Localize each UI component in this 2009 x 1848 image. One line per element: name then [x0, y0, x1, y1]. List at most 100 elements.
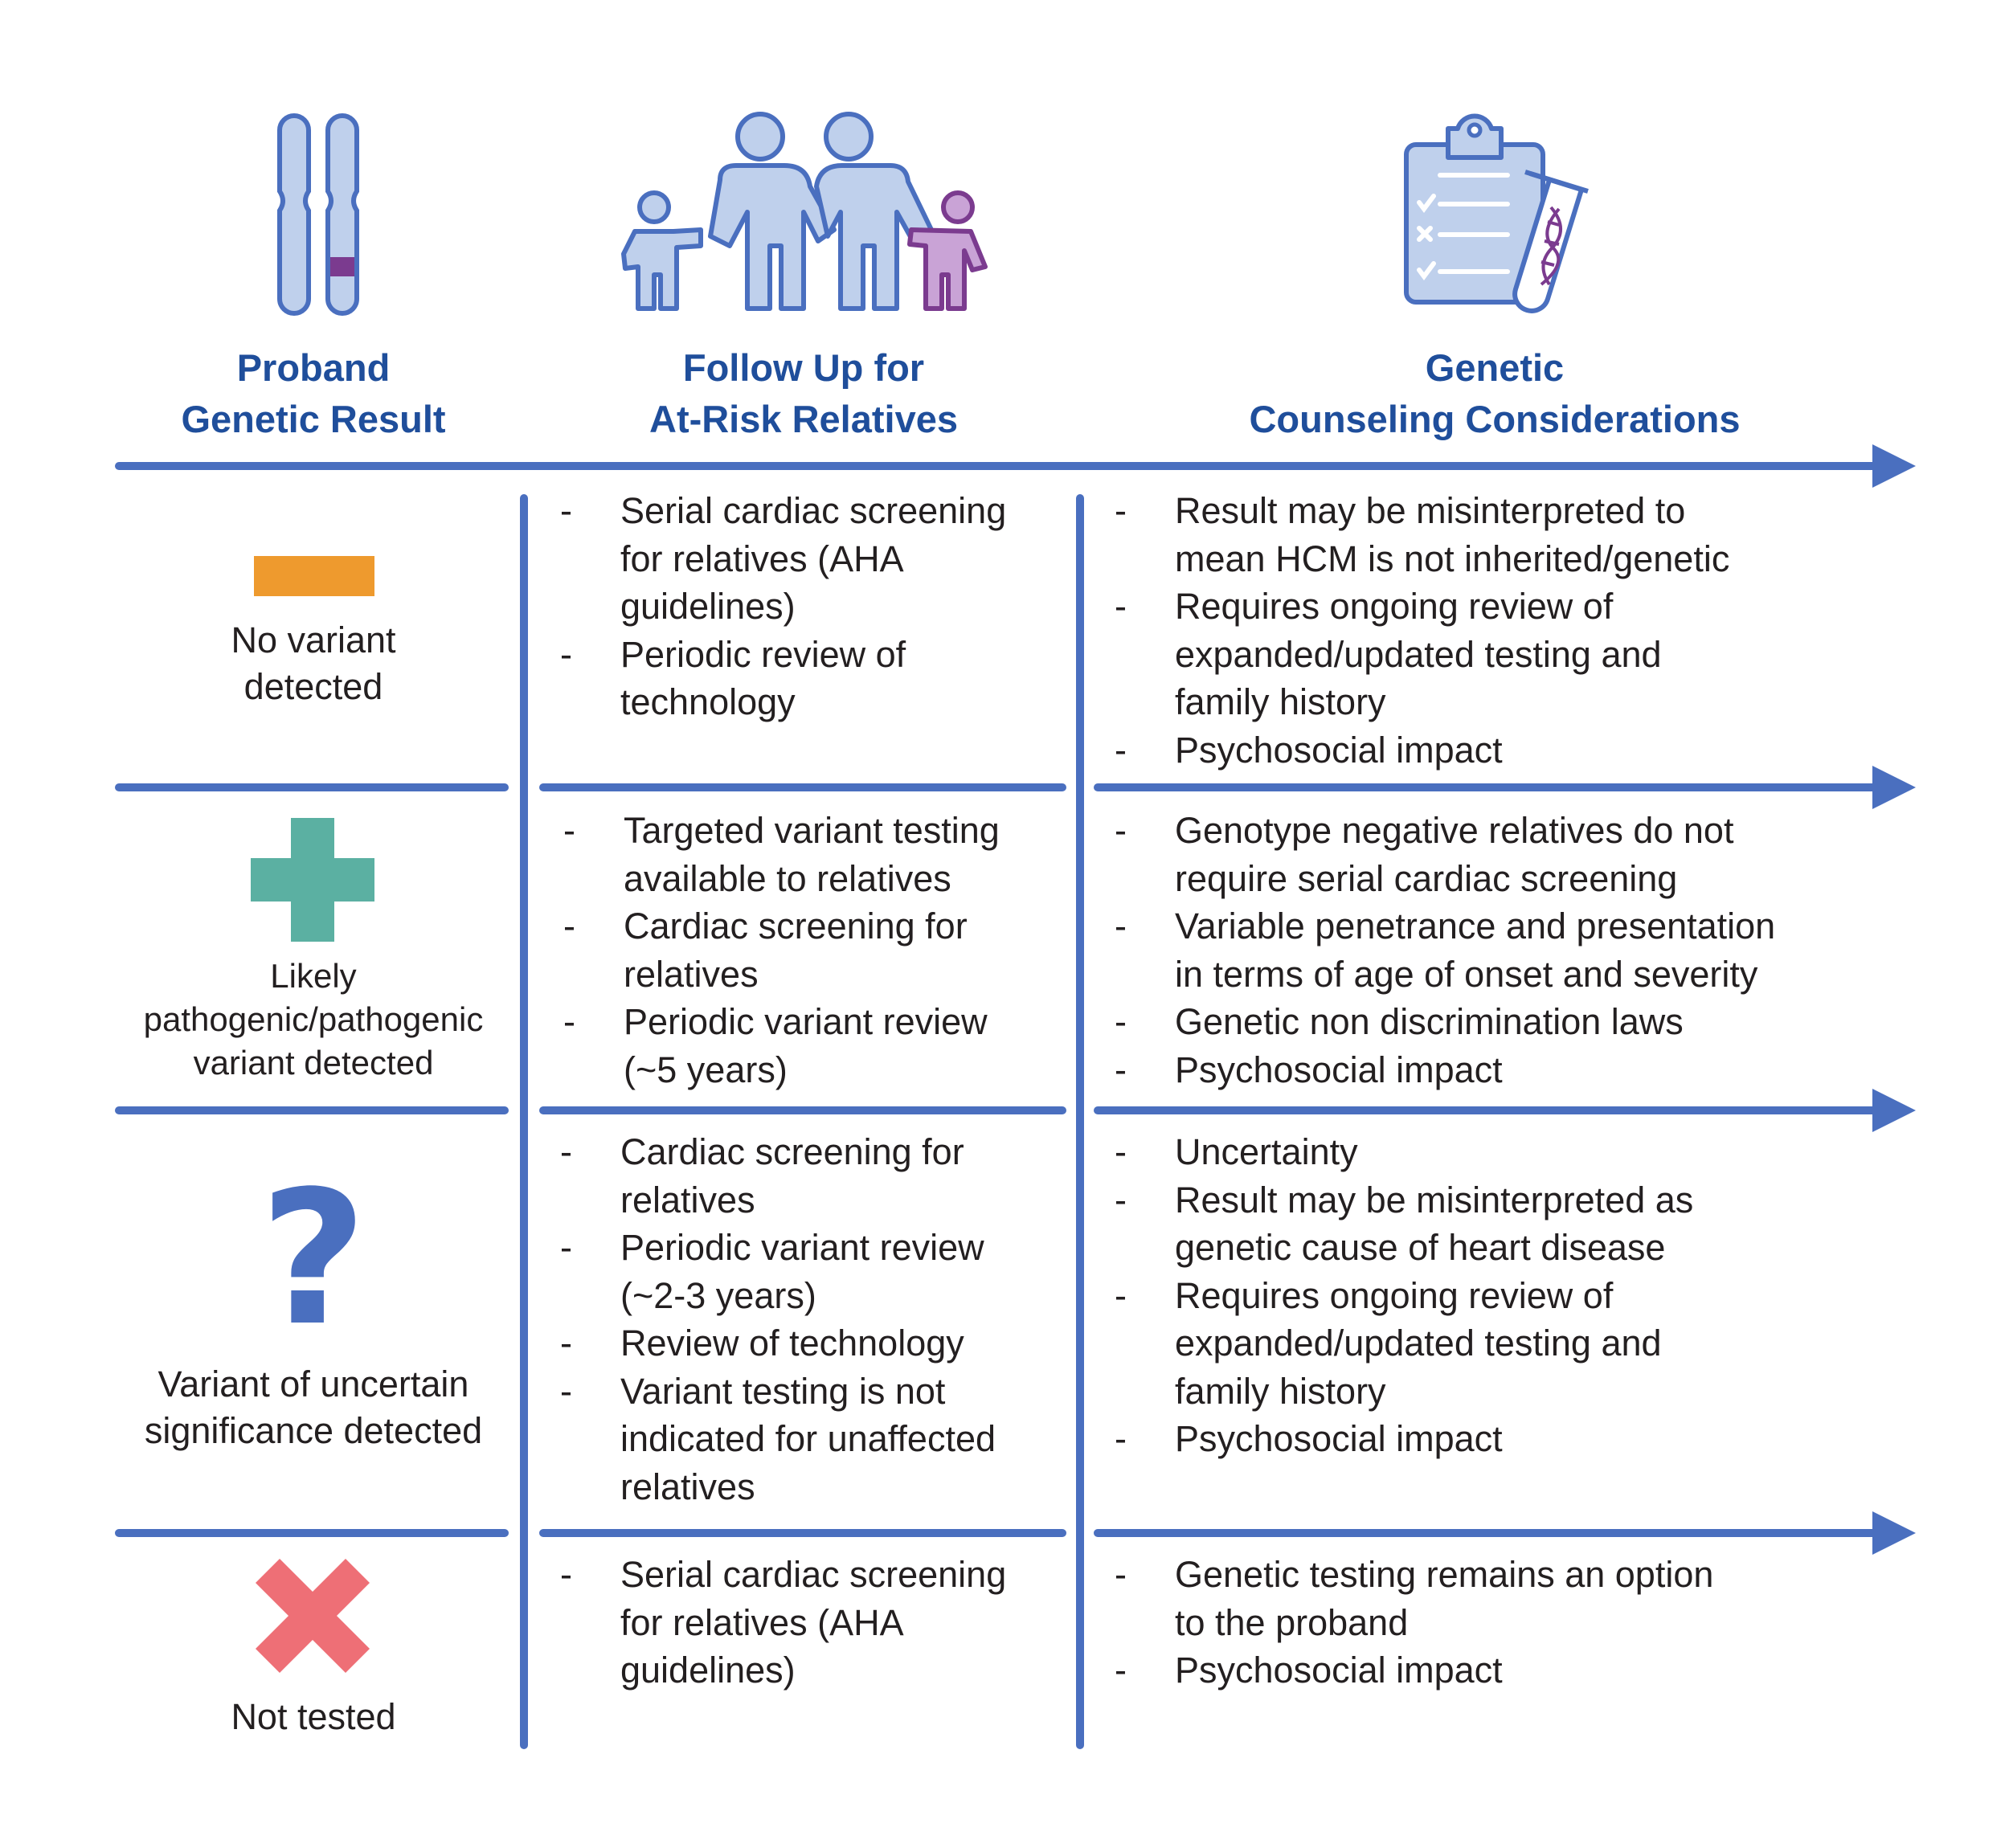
list-item-line: for relatives (AHA [620, 1601, 904, 1643]
result-line: Not tested [231, 1696, 396, 1737]
minus-icon [254, 556, 374, 596]
list-item-line: Periodic review of [620, 633, 906, 675]
list-item-line: relatives [624, 953, 759, 995]
list-item-line: Serial cardiac screening [620, 490, 1007, 531]
header-counseling-line-1: Genetic [1425, 346, 1565, 389]
list-item-line: to the proband [1175, 1601, 1409, 1643]
result-vus: Variant of uncertain significance detect… [113, 1361, 514, 1454]
list-item: Periodic review of technology [560, 631, 1054, 726]
list-item: Genotype negative relatives do not requi… [1115, 807, 1882, 902]
result-pathogenic: Likely pathogenic/pathogenic variant det… [113, 955, 514, 1085]
cross-icon [256, 1559, 370, 1673]
list-item-line: require serial cardiac screening [1175, 857, 1678, 899]
list-item-line: relatives [620, 1466, 755, 1507]
result-line: detected [243, 666, 383, 707]
list-item-line: Psychosocial impact [1175, 1049, 1503, 1090]
list-item-line: expanded/updated testing and [1175, 633, 1662, 675]
list-item-line: relatives [620, 1179, 755, 1220]
list-item-line: Requires ongoing review of [1175, 586, 1614, 627]
list-item-line: (~5 years) [624, 1049, 788, 1090]
list-item: Periodic variant review (~5 years) [563, 998, 1058, 1094]
list-item-line: Serial cardiac screening [620, 1554, 1007, 1595]
result-line: variant detected [193, 1044, 434, 1081]
result-line: pathogenic/pathogenic [143, 1000, 484, 1038]
list-item: Result may be misinterpreted as genetic … [1115, 1176, 1866, 1272]
result-line: No variant [231, 619, 396, 660]
family-icon [621, 112, 988, 311]
header-follow-up-line-1: Follow Up for [682, 346, 925, 389]
list-item-line: technology [620, 681, 796, 722]
list-item-line: Variable penetrance and presentation [1175, 906, 1776, 946]
counseling-list-row-2: Genotype negative relatives do not requi… [1115, 807, 1882, 1094]
list-item: Psychosocial impact [1115, 726, 1866, 775]
clipboard-test-tube-icon [1404, 113, 1589, 313]
list-item-line: Review of technology [620, 1323, 964, 1364]
list-item-line: Periodic variant review [620, 1227, 984, 1268]
list-item: Serial cardiac screening for relatives (… [560, 1551, 1054, 1695]
list-item-line: Psychosocial impact [1175, 1650, 1503, 1691]
counseling-list-row-1: Result may be misinterpreted to mean HCM… [1115, 487, 1866, 775]
arrowhead-header [1872, 444, 1916, 488]
arrowhead-row-3 [1872, 1511, 1916, 1555]
list-item-line: available to relatives [624, 857, 951, 899]
list-item-line: Genetic testing remains an option [1175, 1554, 1714, 1595]
chromosome-icon [277, 113, 359, 316]
list-item-line: family history [1175, 1370, 1386, 1412]
question-icon: ? [260, 1152, 367, 1367]
arrowhead-row-1 [1872, 766, 1916, 809]
list-item: Targeted variant testing available to re… [563, 807, 1058, 902]
list-item: Requires ongoing review of expanded/upda… [1115, 1272, 1866, 1416]
list-item: Variant testing is not indicated for una… [560, 1368, 1054, 1511]
list-item: Review of technology [560, 1319, 1054, 1368]
list-item-line: guidelines) [620, 586, 796, 627]
list-item: Cardiac screening for relatives [563, 902, 1058, 998]
list-item: Serial cardiac screening for relatives (… [560, 487, 1054, 631]
list-item-line: Requires ongoing review of [1175, 1274, 1614, 1316]
follow-up-list-row-1: Serial cardiac screening for relatives (… [560, 487, 1054, 726]
header-follow-up-line-2: At-Risk Relatives [649, 398, 958, 440]
list-item: Uncertainty [1115, 1128, 1866, 1176]
list-item: Periodic variant review (~2-3 years) [560, 1224, 1054, 1319]
result-line: Variant of uncertain [158, 1364, 469, 1404]
list-item-line: Psychosocial impact [1175, 729, 1503, 771]
follow-up-list-row-4: Serial cardiac screening for relatives (… [560, 1551, 1054, 1695]
list-item-line: Periodic variant review [624, 1001, 988, 1042]
result-line: Likely [270, 957, 357, 995]
list-item-line: Result may be misinterpreted as [1175, 1179, 1694, 1220]
plus-icon [251, 818, 374, 942]
follow-up-list-row-3: Cardiac screening for relatives Periodic… [560, 1128, 1054, 1511]
header-proband-line-1: Proband [236, 346, 391, 389]
arrowhead-row-2 [1872, 1089, 1916, 1132]
list-item-line: Targeted variant testing [624, 810, 1000, 851]
list-item-line: for relatives (AHA [620, 538, 904, 579]
header-counseling: Genetic Counseling Considerations [1141, 342, 1848, 445]
list-item: Genetic non discrimination laws [1115, 998, 1882, 1046]
follow-up-list-row-2: Targeted variant testing available to re… [563, 807, 1058, 1094]
list-item-line: mean HCM is not inherited/genetic [1175, 538, 1730, 579]
header-follow-up: Follow Up for At-Risk Relatives [554, 342, 1053, 445]
list-item-line: Cardiac screening for [624, 906, 968, 946]
list-item-line: in terms of age of onset and severity [1175, 953, 1758, 995]
list-item: Variable penetrance and presentation in … [1115, 902, 1882, 998]
list-item-line: (~2-3 years) [620, 1274, 816, 1316]
list-item: Requires ongoing review of expanded/upda… [1115, 583, 1866, 726]
result-not-tested: Not tested [113, 1694, 514, 1740]
header-proband-genetic-result: Proband Genetic Result [113, 342, 514, 445]
list-item-line: guidelines) [620, 1650, 796, 1691]
list-item-line: Genotype negative relatives do not [1175, 810, 1734, 851]
list-item-line: Cardiac screening for [620, 1131, 964, 1172]
list-item-line: genetic cause of heart disease [1175, 1227, 1666, 1268]
result-line: significance detected [144, 1410, 483, 1451]
list-item-line: family history [1175, 681, 1386, 722]
list-item-line: Uncertainty [1175, 1131, 1358, 1172]
counseling-list-row-4: Genetic testing remains an option to the… [1115, 1551, 1866, 1695]
header-proband-line-2: Genetic Result [181, 398, 446, 440]
result-no-variant: No variant detected [113, 617, 514, 710]
list-item: Psychosocial impact [1115, 1046, 1882, 1094]
list-item: Psychosocial impact [1115, 1646, 1866, 1695]
list-item: Genetic testing remains an option to the… [1115, 1551, 1866, 1646]
list-item: Psychosocial impact [1115, 1415, 1866, 1463]
list-item-line: Genetic non discrimination laws [1175, 1001, 1684, 1042]
header-counseling-line-2: Counseling Considerations [1249, 398, 1741, 440]
